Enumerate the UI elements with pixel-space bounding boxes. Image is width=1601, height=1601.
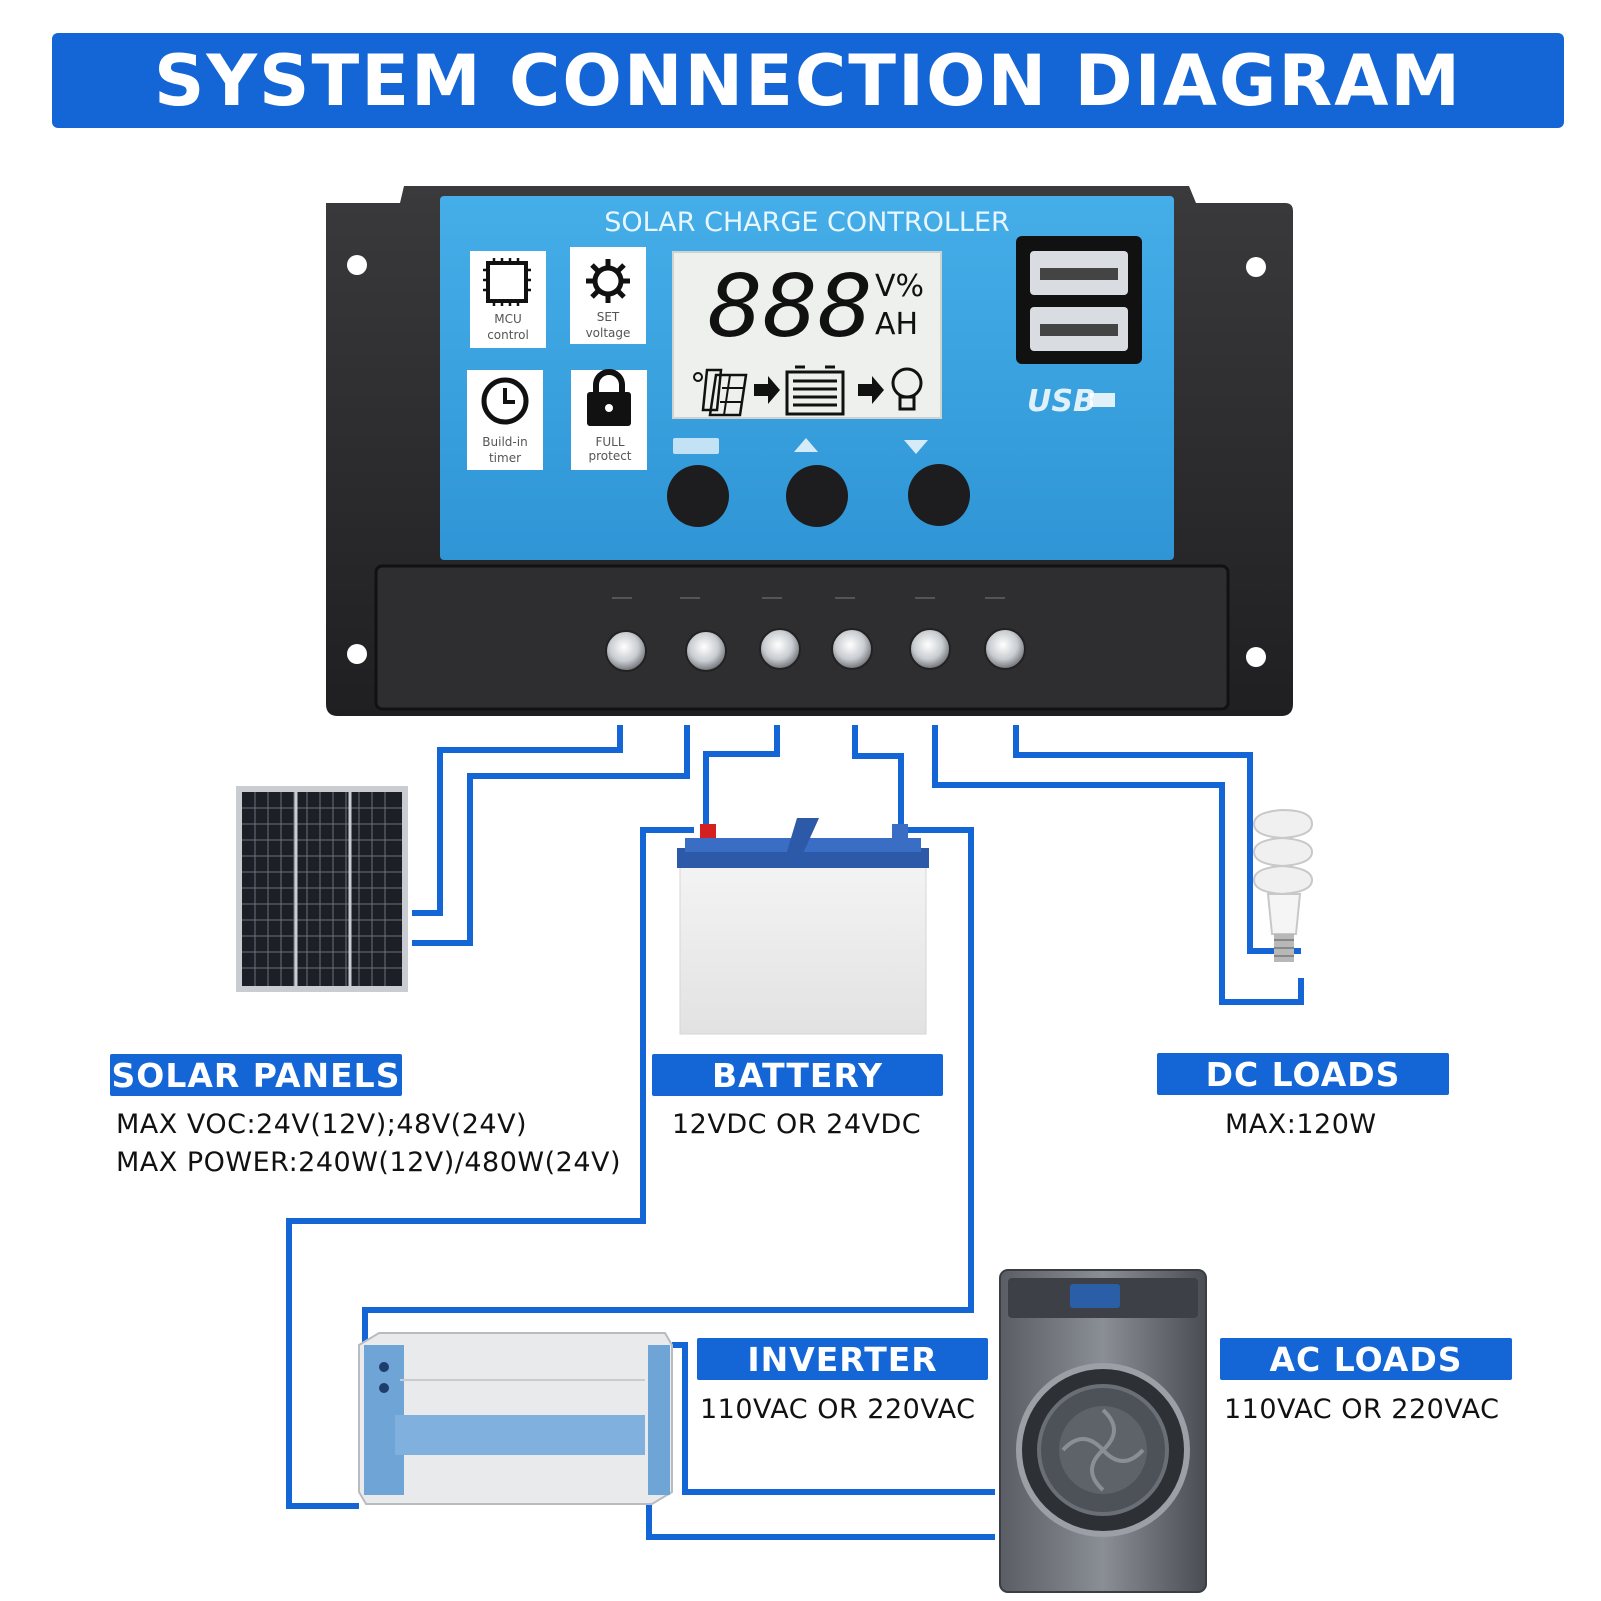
down-button[interactable] bbox=[904, 440, 970, 526]
inverter-label: INVERTER bbox=[697, 1338, 988, 1380]
svg-text:voltage: voltage bbox=[586, 326, 631, 340]
svg-text:MCU: MCU bbox=[494, 312, 522, 326]
feature-set-voltage: SET voltage bbox=[570, 247, 646, 344]
wire-battery-negative bbox=[852, 725, 904, 838]
inverter-spec: 110VAC OR 220VAC bbox=[700, 1394, 976, 1425]
svg-text:control: control bbox=[487, 328, 529, 342]
solar-panels-label: SOLAR PANELS bbox=[110, 1054, 402, 1096]
terminal-block bbox=[374, 564, 1230, 711]
wire-solar-negative bbox=[412, 725, 690, 946]
usb-label: USB bbox=[1027, 384, 1096, 419]
ac-loads-spec: 110VAC OR 220VAC bbox=[1224, 1394, 1500, 1425]
clock-icon bbox=[481, 377, 529, 425]
wires bbox=[286, 725, 1304, 1540]
wire-battery-to-inverter-neg bbox=[362, 827, 974, 1345]
wire-battery-positive bbox=[703, 725, 780, 838]
usb-ports: USB bbox=[1016, 236, 1142, 419]
svg-text:Build-in: Build-in bbox=[482, 435, 527, 449]
wire-battery-to-inverter-pos bbox=[286, 827, 694, 1509]
lcd-digits: 888 bbox=[708, 257, 873, 357]
svg-text:SET: SET bbox=[597, 310, 620, 324]
wire-solar-positive bbox=[412, 725, 623, 916]
washing-machine-icon bbox=[999, 1269, 1207, 1593]
dc-loads-label: DC LOADS bbox=[1157, 1053, 1449, 1095]
solar-spec-voc: MAX VOC:24V(12V);48V(24V) bbox=[116, 1109, 528, 1140]
controller-face-title: SOLAR CHARGE CONTROLLER bbox=[604, 207, 1010, 238]
mount-hole-tl bbox=[347, 255, 367, 275]
lcd-unit-top: V% bbox=[875, 269, 924, 304]
mount-hole-br bbox=[1246, 647, 1266, 667]
lcd-unit-bottom: AH bbox=[875, 307, 918, 342]
cfl-bulb-icon bbox=[1252, 808, 1314, 962]
gear-icon bbox=[586, 259, 630, 303]
battery-icon bbox=[677, 818, 929, 1035]
mount-hole-bl bbox=[347, 644, 367, 664]
wire-inverter-to-acload-2 bbox=[646, 1496, 995, 1540]
lcd-panel-icon bbox=[693, 368, 748, 417]
lcd-arrow-icon-1 bbox=[754, 376, 780, 404]
ac-loads-label: AC LOADS bbox=[1220, 1338, 1512, 1380]
lock-icon bbox=[587, 369, 631, 426]
wire-load-negative bbox=[1013, 725, 1301, 954]
lcd-battery-icon bbox=[785, 365, 845, 416]
lcd-display: 888 V% AH bbox=[672, 251, 942, 419]
svg-text:timer: timer bbox=[489, 451, 521, 465]
charge-controller: SOLAR CHARGE CONTROLLER MCU control SET … bbox=[326, 186, 1293, 716]
svg-text:protect: protect bbox=[588, 449, 631, 463]
dc-loads-spec: MAX:120W bbox=[1225, 1109, 1377, 1140]
battery-spec: 12VDC OR 24VDC bbox=[672, 1109, 922, 1140]
lcd-bulb-icon bbox=[891, 367, 923, 411]
svg-text:FULL: FULL bbox=[595, 435, 624, 449]
battery-label: BATTERY bbox=[652, 1054, 943, 1096]
title-banner: SYSTEM CONNECTION DIAGRAM bbox=[52, 33, 1564, 128]
page-title: SYSTEM CONNECTION DIAGRAM bbox=[153, 39, 1463, 122]
up-button[interactable] bbox=[786, 438, 848, 527]
feature-full-protect: FULL protect bbox=[571, 369, 647, 470]
solar-spec-power: MAX POWER:240W(12V)/480W(24V) bbox=[116, 1147, 622, 1178]
mount-hole-tr bbox=[1246, 257, 1266, 277]
wire-load-positive bbox=[932, 725, 1304, 1005]
feature-mcu: MCU control bbox=[470, 251, 546, 348]
lcd-arrow-icon-2 bbox=[858, 376, 884, 404]
chip-icon bbox=[483, 258, 531, 306]
terminal-screws bbox=[605, 628, 1026, 672]
menu-button[interactable] bbox=[667, 438, 729, 527]
inverter-icon bbox=[358, 1332, 673, 1505]
solar-panel-icon bbox=[236, 786, 408, 992]
wire-inverter-to-acload-1 bbox=[672, 1342, 995, 1495]
feature-timer: Build-in timer bbox=[467, 370, 543, 470]
